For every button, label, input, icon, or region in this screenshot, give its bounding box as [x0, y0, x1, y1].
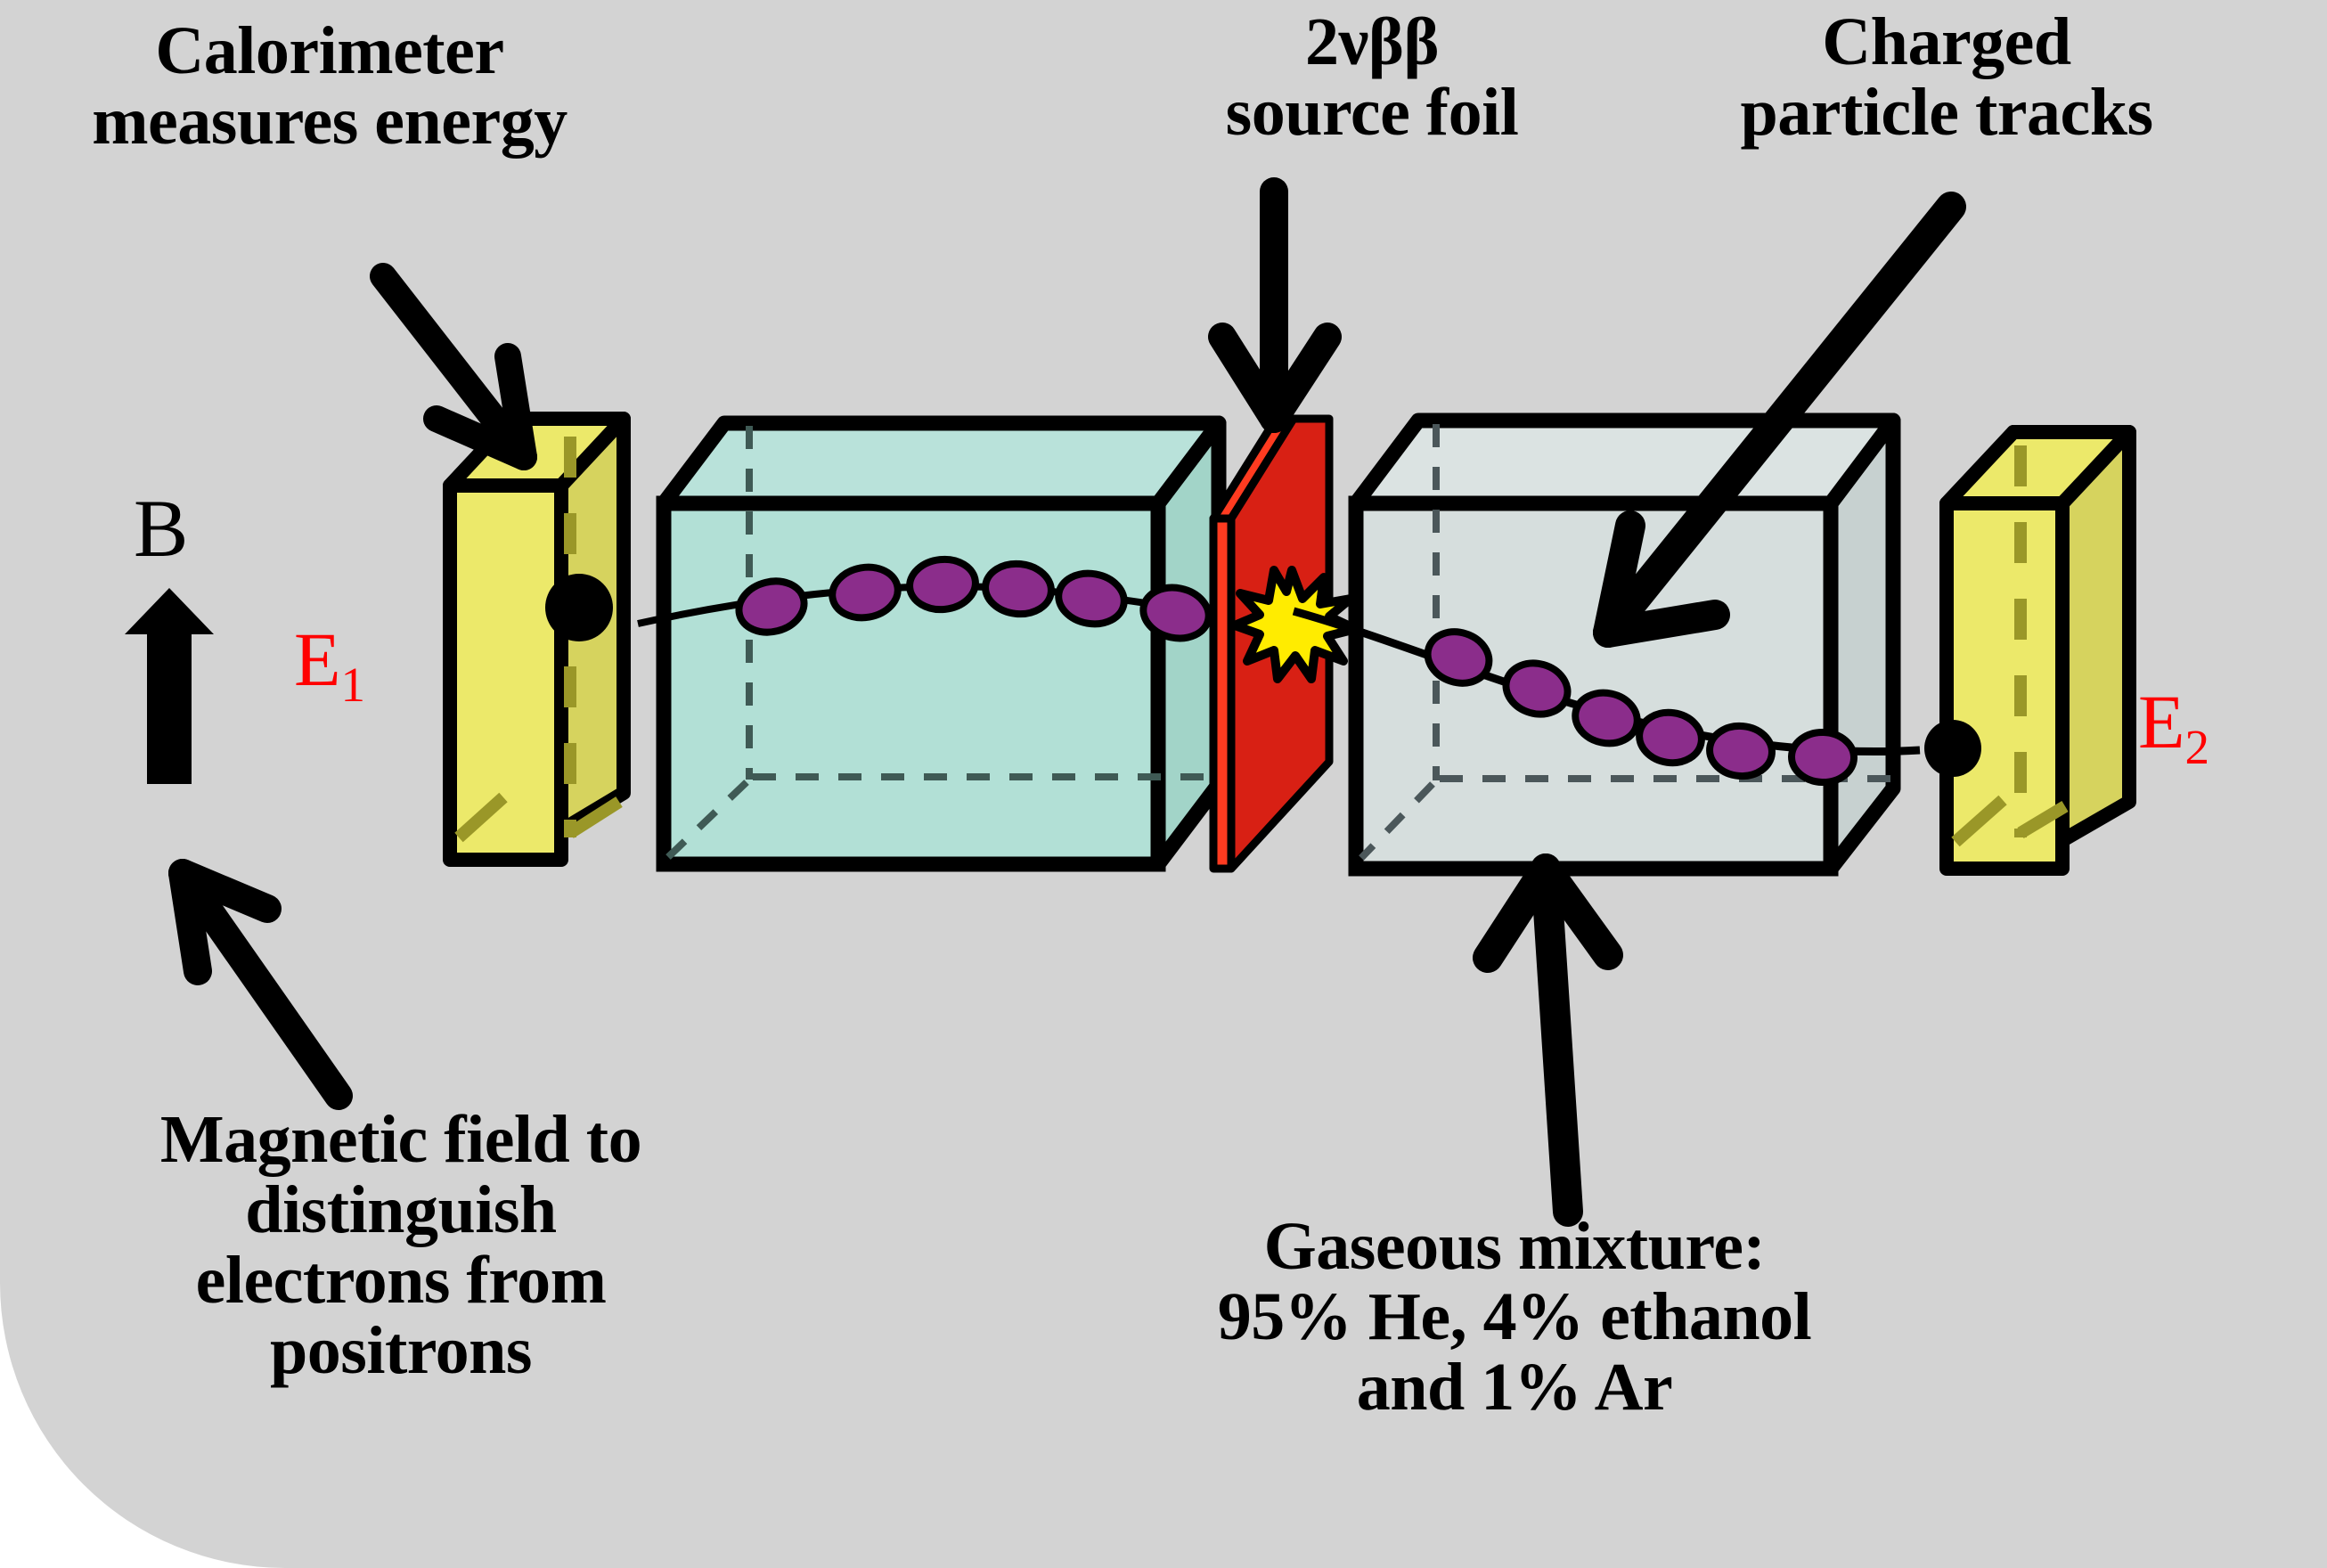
label-b-field-symbol: B — [134, 481, 188, 576]
label-energy-left-sub: 1 — [341, 657, 366, 712]
label-magnetic-line4: positrons — [9, 1316, 793, 1386]
label-source-foil-line2: source foil — [1140, 78, 1604, 148]
energy-deposit-marker-left — [545, 574, 613, 641]
label-energy-left-base: E — [294, 617, 341, 702]
label-calorimeter-line1: Calorimeter — [53, 16, 606, 86]
magnetic-field-arrow — [125, 588, 214, 784]
label-calorimeter-line2: measures energy — [53, 86, 606, 157]
label-energy-left: E1 — [294, 615, 365, 713]
left-tracking-chamber — [664, 423, 1221, 864]
label-energy-right-sub: 2 — [2185, 720, 2210, 774]
callout-arrow-gas-mixture — [1488, 869, 1608, 1212]
label-magnetic-line3: electrons from — [9, 1245, 793, 1316]
callout-arrow-source-foil — [1222, 192, 1327, 419]
label-calorimeter: Calorimeter measures energy — [53, 16, 606, 157]
label-energy-right: E2 — [2138, 677, 2209, 775]
label-source-foil: 2νββ source foil — [1140, 7, 1604, 148]
label-magnetic-line2: distinguish — [9, 1175, 793, 1245]
left-calorimeter — [450, 419, 624, 860]
label-magnetic-field: Magnetic field to distinguish electrons … — [9, 1105, 793, 1386]
label-magnetic-line1: Magnetic field to — [9, 1105, 793, 1175]
label-energy-right-base: E — [2138, 679, 2185, 764]
label-charged-particle-tracks: Charged particle tracks — [1595, 7, 2298, 148]
label-gas-line2: 95% He, 4% ethanol — [1060, 1282, 1969, 1352]
source-foil — [1213, 419, 1356, 869]
label-gas-line1: Gaseous mixture: — [1060, 1212, 1969, 1282]
label-gas-mixture: Gaseous mixture: 95% He, 4% ethanol and … — [1060, 1212, 1969, 1423]
label-source-foil-line1: 2νββ — [1140, 7, 1604, 78]
right-calorimeter — [1924, 432, 2129, 869]
label-tracks-line2: particle tracks — [1595, 78, 2298, 148]
energy-deposit-marker-right — [1924, 720, 1981, 777]
label-tracks-line1: Charged — [1595, 7, 2298, 78]
callout-arrow-calorimeter — [383, 276, 524, 457]
callout-arrow-magnetic-field — [183, 873, 339, 1096]
label-gas-line3: and 1% Ar — [1060, 1352, 1969, 1423]
